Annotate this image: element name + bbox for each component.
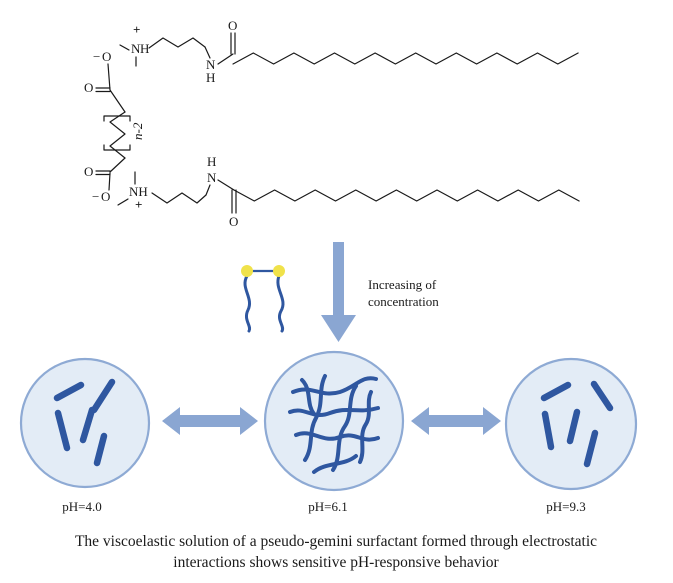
repeat-subscript: n-2 (130, 122, 145, 140)
bottom-ammonium-nh: NH (129, 184, 148, 199)
ph-label-right: pH=9.3 (546, 499, 585, 514)
rod-micelle (541, 410, 555, 451)
micelle-circle-center (263, 350, 405, 492)
caption-line1: The viscoelastic solution of a pseudo-ge… (75, 533, 597, 550)
top-ammonium-h: H (140, 41, 149, 56)
bottom-carboxylate-minus: − (92, 189, 99, 204)
top-alkyl-tail (232, 52, 579, 65)
schematic-tail-right (276, 274, 285, 333)
rod-micelle (566, 408, 581, 445)
bond (109, 157, 126, 173)
bottom-propyl-linker (151, 192, 207, 204)
ph-label-center: pH=6.1 (308, 499, 347, 514)
rod-micelle (93, 432, 108, 467)
wormlike-micelle (303, 374, 327, 462)
schematic-tail-left (243, 274, 252, 333)
concentration-label-line1: Increasing of (368, 277, 437, 292)
concentration-arrow (321, 242, 356, 342)
bond (205, 184, 211, 196)
bottom-carboxylate-o-minus: O (101, 189, 110, 204)
bond (109, 89, 126, 113)
ph-label-left: pH=4.0 (62, 499, 101, 514)
top-ammonium-n: N (131, 41, 141, 56)
concentration-label-line2: concentration (368, 294, 439, 309)
headgroup-right (273, 265, 285, 277)
state-acidic (19, 357, 151, 489)
bond (117, 198, 129, 206)
rod-micelle (540, 381, 572, 402)
bond (204, 46, 211, 59)
top-carboxylate-o-minus: O (102, 49, 111, 64)
wormlike-micelle (331, 384, 358, 472)
wormlike-micelle (300, 378, 316, 416)
rod-micelle (54, 409, 71, 452)
rod-micelle (590, 380, 614, 412)
rod-micelle (583, 429, 599, 468)
spacer-bracket-top (103, 115, 131, 122)
state-basic (504, 357, 638, 491)
rod-micelle (90, 378, 116, 414)
rod-micelle (79, 406, 96, 444)
spacer-bracket-bottom (103, 144, 131, 151)
surfactant-schematic (241, 265, 285, 333)
bond (217, 179, 235, 191)
wormlike-micelle (358, 390, 373, 464)
molecule-structure: − O O + N H N H O n-2 O − O (84, 18, 580, 229)
spacer-chain (109, 111, 126, 159)
bottom-carbonyl-o: O (84, 164, 93, 179)
top-propyl-linker (148, 37, 206, 49)
wormlike-micelle (288, 406, 380, 417)
state-neutral (263, 350, 405, 492)
equilibrium-arrow-left (162, 407, 258, 435)
rod-micelle (53, 381, 85, 402)
caption-line2: interactions shows sensitive pH-responsi… (173, 554, 499, 571)
bottom-amide-o: O (229, 214, 238, 229)
top-carbonyl-o: O (84, 80, 93, 95)
bond (217, 53, 234, 65)
equilibrium-arrow-right (411, 407, 501, 435)
top-amide-h: H (206, 70, 215, 85)
bond (107, 63, 111, 91)
bottom-amide-h: H (207, 154, 216, 169)
top-amide-n: N (206, 57, 216, 72)
top-ammonium-plus: + (133, 22, 140, 37)
top-amide-o: O (228, 18, 237, 33)
bottom-alkyl-tail (233, 189, 580, 202)
bond (108, 172, 111, 191)
wormlike-micelle (312, 454, 358, 474)
top-carboxylate-minus: − (93, 49, 100, 64)
bottom-ammonium-plus: + (135, 197, 142, 212)
bottom-amide-n: N (207, 170, 217, 185)
headgroup-left (241, 265, 253, 277)
bond (119, 44, 130, 51)
